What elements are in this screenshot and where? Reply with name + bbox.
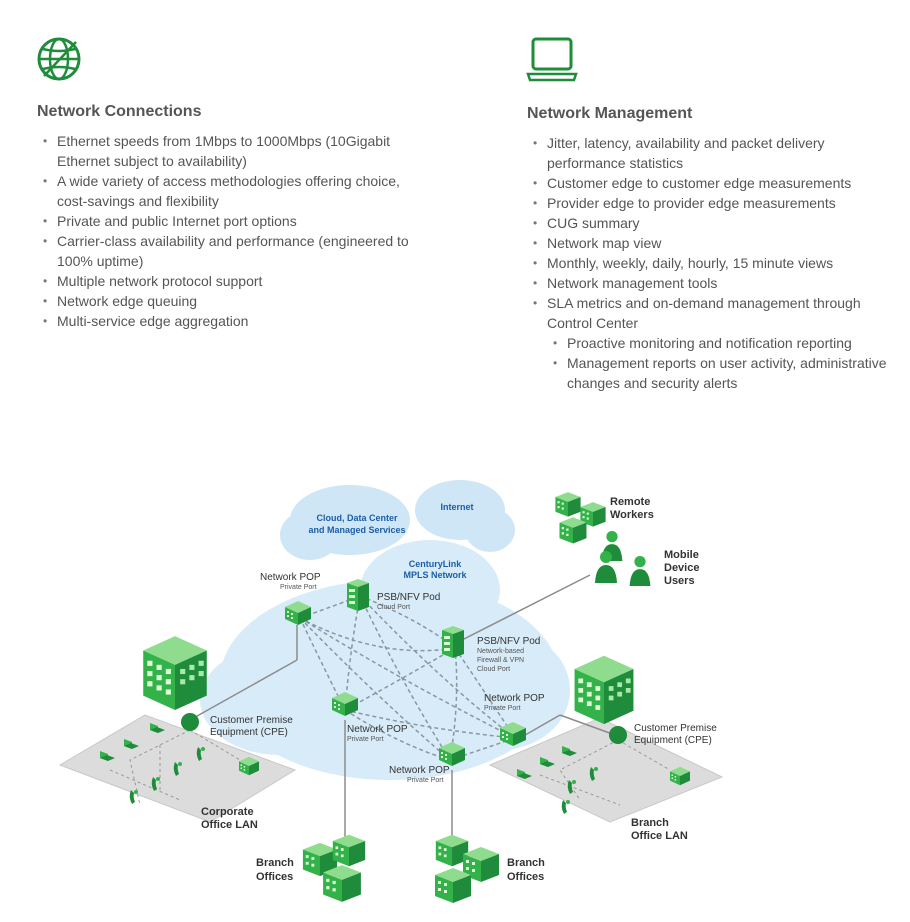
list-item: Management reports on user activity, adm… [527, 353, 897, 393]
pop-b-label: Network POP [347, 724, 408, 735]
pop-d-label: Network POP [484, 693, 545, 704]
remote-workers-label: Remote [610, 496, 650, 508]
cpe-left-label: Equipment (CPE) [210, 727, 288, 738]
psb2-label: PSB/NFV Pod [477, 636, 540, 647]
psb-pod-1-icon [347, 579, 369, 611]
list-item: Monthly, weekly, daily, hourly, 15 minut… [527, 253, 897, 273]
management-sublist: Proactive monitoring and notification re… [527, 333, 897, 393]
list-item: SLA metrics and on-demand management thr… [527, 293, 897, 333]
psb1-sublabel: Cloud Port [377, 604, 410, 611]
list-item: Proactive monitoring and notification re… [527, 333, 897, 353]
management-title: Network Management [527, 105, 693, 122]
list-item: Carrier-class availability and performan… [37, 231, 422, 271]
remote-workers-label: Workers [610, 509, 654, 521]
globe-icon [37, 37, 81, 81]
list-item: Customer edge to customer edge measureme… [527, 173, 897, 193]
phone-icon [561, 800, 570, 814]
cpe-left-label: Customer Premise [210, 715, 293, 726]
cloud-dc-label: Cloud, Data Center [316, 513, 398, 523]
connections-section: Network Connections Ethernet speeds from… [37, 103, 422, 331]
cloud-background [200, 480, 570, 780]
pop-a-label: Network POP [260, 572, 321, 583]
cpe-right-label: Equipment (CPE) [634, 735, 712, 746]
mobile-users-label: Device [664, 562, 699, 574]
cpe-left-icon [181, 713, 199, 731]
list-item: Ethernet speeds from 1Mbps to 1000Mbps (… [37, 131, 422, 171]
psb2-sublabel: Cloud Port [477, 666, 510, 673]
branch-lan-label: Branch [631, 817, 669, 829]
list-item: Provider edge to provider edge measureme… [527, 193, 897, 213]
psb1-label: PSB/NFV Pod [377, 592, 440, 603]
pop-c-label: Network POP [389, 765, 450, 776]
remote-worker-icon [555, 492, 581, 517]
pop-d-sublabel: Private Port [484, 705, 521, 712]
branch-lan-label: Office LAN [631, 830, 688, 842]
internet-label: Internet [440, 502, 473, 512]
connections-list: Ethernet speeds from 1Mbps to 1000Mbps (… [37, 131, 422, 331]
branch-lan-platform [488, 717, 724, 823]
branch-offices-right-label: Offices [507, 871, 544, 883]
psb-pod-2-icon [442, 626, 464, 658]
pop-b-sublabel: Private Port [347, 736, 384, 743]
list-item: Multi-service edge aggregation [37, 311, 422, 331]
list-item: Network map view [527, 233, 897, 253]
network-diagram: Cloud, Data Center and Managed Services … [58, 480, 724, 903]
mpls-label: MPLS Network [403, 570, 467, 580]
list-item: CUG summary [527, 213, 897, 233]
psb2-sublabel: Firewall & VPN [477, 657, 524, 664]
mpls-label: CenturyLink [409, 559, 463, 569]
branch-lan-wiring [539, 739, 671, 806]
branch-office-icon [323, 865, 361, 902]
list-item: A wide variety of access methodologies o… [37, 171, 422, 211]
branch-offices-left-label: Branch [256, 857, 294, 869]
cloud-dc-label: and Managed Services [308, 525, 405, 535]
branch-building-icon [574, 655, 634, 725]
access-links [189, 574, 616, 838]
corporate-lan-label: Office LAN [201, 819, 258, 831]
list-item: Multiple network protocol support [37, 271, 422, 291]
corporate-lan-label: Corporate [201, 806, 254, 818]
cpe-right-label: Customer Premise [634, 723, 717, 734]
connections-title: Network Connections [37, 103, 202, 120]
psb2-sublabel: Network-based [477, 648, 524, 655]
corporate-lan-wiring [109, 729, 241, 806]
mobile-users-label: Users [664, 575, 695, 587]
branch-office-icon [435, 868, 471, 903]
branch-offices-left-label: Offices [256, 871, 293, 883]
list-item: Jitter, latency, availability and packet… [527, 133, 897, 173]
remote-worker-icon [559, 517, 587, 544]
management-section: Network Management Jitter, latency, avai… [527, 105, 897, 393]
corporate-building-icon [143, 636, 207, 710]
pop-a-sublabel: Private Port [280, 584, 317, 591]
pop-c-sublabel: Private Port [407, 777, 444, 784]
list-item: Network edge queuing [37, 291, 422, 311]
list-item: Network management tools [527, 273, 897, 293]
list-item: Private and public Internet port options [37, 211, 422, 231]
cpe-right-icon [609, 726, 627, 744]
management-list: Jitter, latency, availability and packet… [527, 133, 897, 333]
mobile-users-label: Mobile [664, 549, 699, 561]
branch-office-icon [332, 834, 366, 867]
laptop-icon [526, 37, 578, 82]
branch-offices-right-label: Branch [507, 857, 545, 869]
mobile-user-icon [629, 555, 651, 587]
